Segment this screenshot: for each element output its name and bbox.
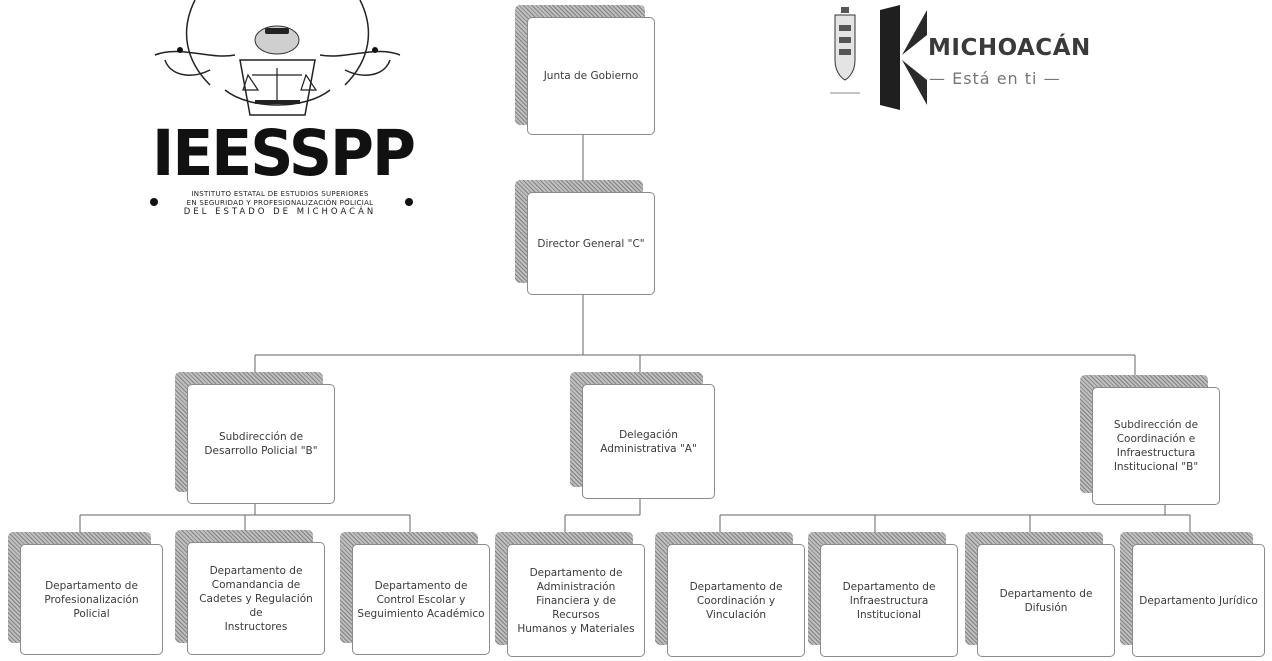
logo-line-2: EN SEGURIDAD Y PROFESIONALIZACIÓN POLICI… [186, 199, 374, 207]
node-label: Director General "C" [527, 192, 655, 295]
node-label: Departamento de Infraestructura Instituc… [820, 544, 958, 657]
node-label: Departamento de Profesionalización Polic… [20, 544, 163, 655]
node-label: Delegación Administrativa "A" [582, 384, 715, 499]
ieesspp-wordmark: IEESSPP [152, 117, 416, 191]
node-delegacion-administrativa: Delegación Administrativa "A" [570, 372, 715, 499]
logo-bullet-right [405, 198, 413, 206]
node-label: Departamento Jurídico [1132, 544, 1265, 657]
coat-of-arms-icon [830, 7, 860, 94]
ieesspp-logo: IEESSPP INSTITUTO ESTATAL DE ESTUDIOS SU… [140, 0, 416, 230]
logo-line-1: INSTITUTO ESTATAL DE ESTUDIOS SUPERIORES [191, 190, 369, 198]
node-depto-comandancia: Departamento de Comandancia de Cadetes y… [175, 530, 325, 655]
node-label: Departamento de Control Escolar y Seguim… [352, 544, 490, 655]
node-label: Subdirección de Coordinación e Infraestr… [1092, 387, 1220, 505]
logo-line-3: DEL ESTADO DE MICHOACÁN [183, 207, 377, 217]
justice-emblem-icon [154, 0, 401, 116]
node-label: Subdirección de Desarrollo Policial "B" [187, 384, 335, 504]
node-label: Departamento de Comandancia de Cadetes y… [187, 542, 325, 655]
node-label: Departamento de Difusión [977, 544, 1115, 657]
node-subdireccion-coordinacion: Subdirección de Coordinación e Infraestr… [1080, 375, 1220, 505]
node-label: Departamento de Coordinación y Vinculaci… [667, 544, 805, 657]
node-label: Junta de Gobierno [527, 17, 655, 135]
node-depto-juridico: Departamento Jurídico [1120, 532, 1265, 657]
node-depto-administracion-financiera: Departamento de Administración Financier… [495, 532, 645, 657]
michoacan-slogan: — Está en ti — [929, 69, 1061, 88]
node-depto-profesionalizacion: Departamento de Profesionalización Polic… [8, 532, 163, 655]
node-depto-difusion: Departamento de Difusión [965, 532, 1115, 657]
michoacan-logo: MICHOACÁN — Está en ti — [825, 5, 1095, 110]
node-junta-de-gobierno: Junta de Gobierno [515, 5, 655, 135]
k-mark-icon [880, 5, 927, 110]
logo-bullet-left [150, 198, 158, 206]
node-subdireccion-desarrollo-policial: Subdirección de Desarrollo Policial "B" [175, 372, 335, 504]
node-director-general: Director General "C" [515, 180, 655, 295]
node-depto-infraestructura: Departamento de Infraestructura Instituc… [808, 532, 958, 657]
node-depto-coordinacion-vinculacion: Departamento de Coordinación y Vinculaci… [655, 532, 805, 657]
node-depto-control-escolar: Departamento de Control Escolar y Seguim… [340, 532, 490, 655]
node-label: Departamento de Administración Financier… [507, 544, 645, 657]
michoacan-title: MICHOACÁN [928, 35, 1091, 61]
